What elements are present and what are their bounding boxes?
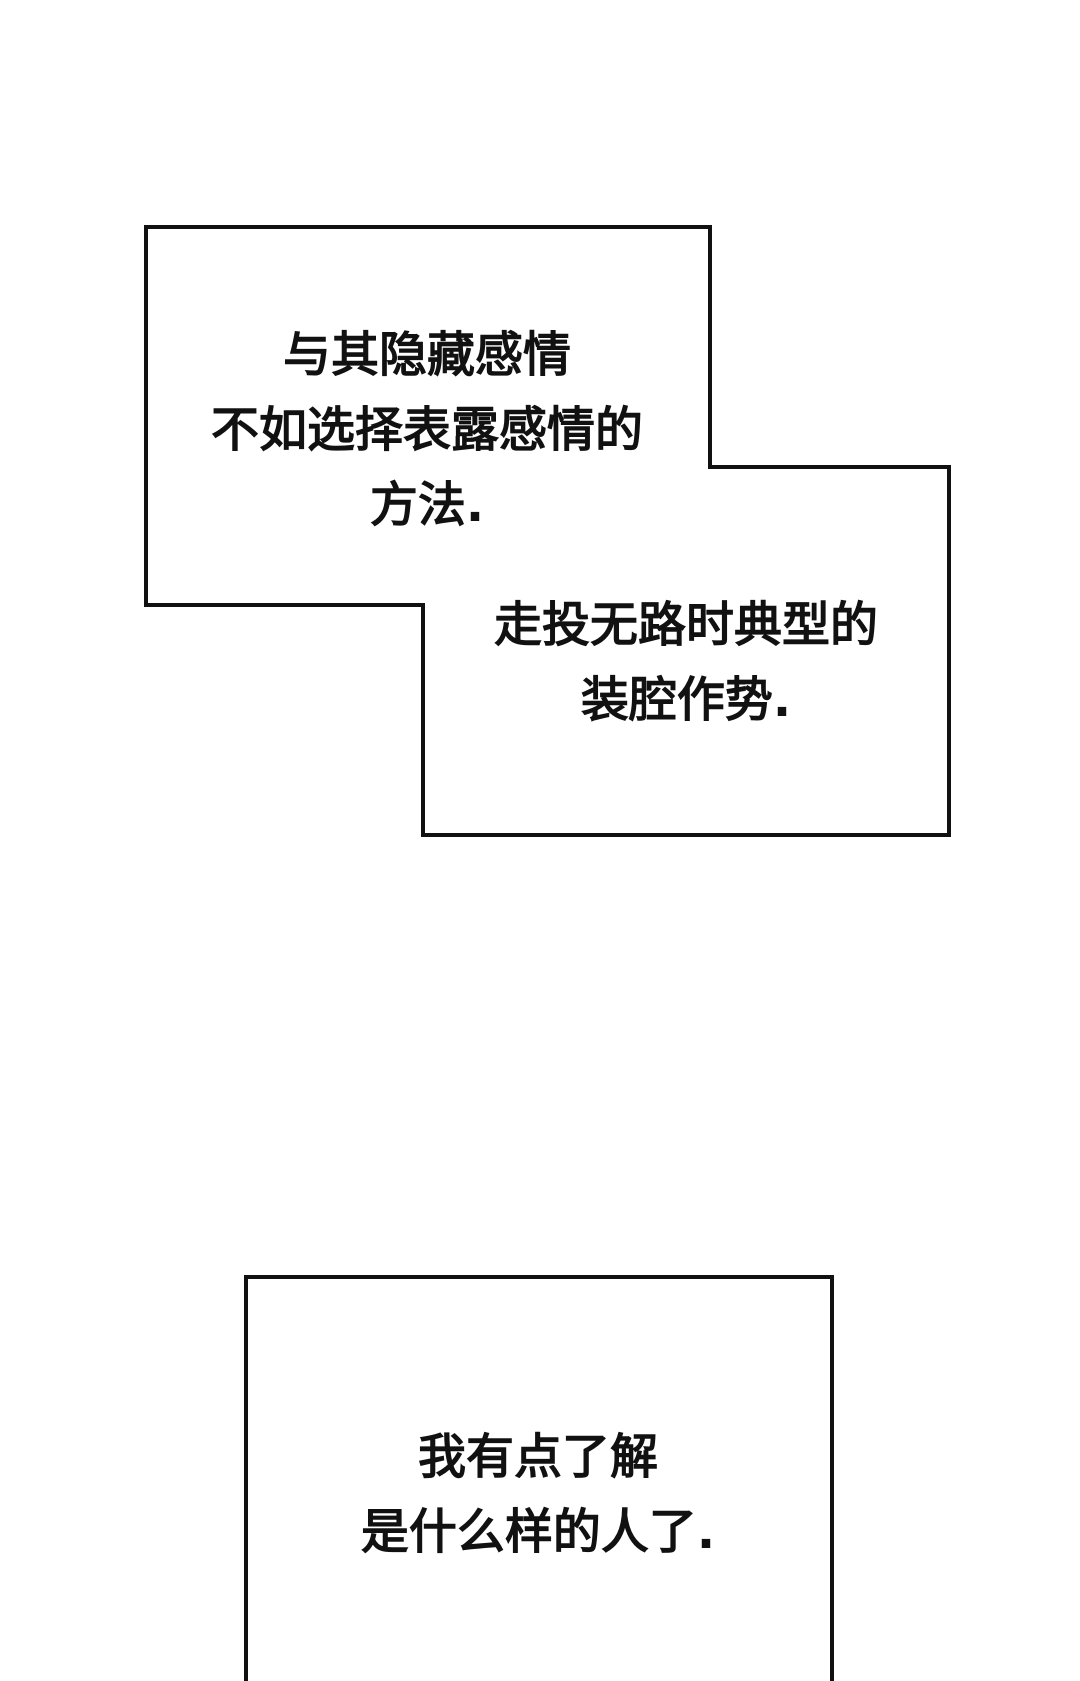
narration-box-bottom [244, 1275, 834, 1681]
narration-text-3: 我有点了解 是什么样的人了. [361, 1420, 715, 1570]
narration-text-1: 与其隐藏感情 不如选择表露感情的 方法. [211, 318, 643, 543]
text-line: 方法. [369, 477, 485, 533]
narration-box-top [144, 225, 951, 837]
narration-text-2: 走投无路时典型的 装腔作势. [494, 588, 878, 738]
text-line: 走投无路时典型的 [493, 597, 879, 653]
text-line: 与其隐藏感情 [282, 327, 572, 383]
text-line: 装腔作势. [580, 672, 792, 728]
text-line: 我有点了解 [417, 1429, 658, 1485]
text-line: 不如选择表露感情的 [210, 402, 644, 458]
text-line: 是什么样的人了. [360, 1504, 716, 1560]
